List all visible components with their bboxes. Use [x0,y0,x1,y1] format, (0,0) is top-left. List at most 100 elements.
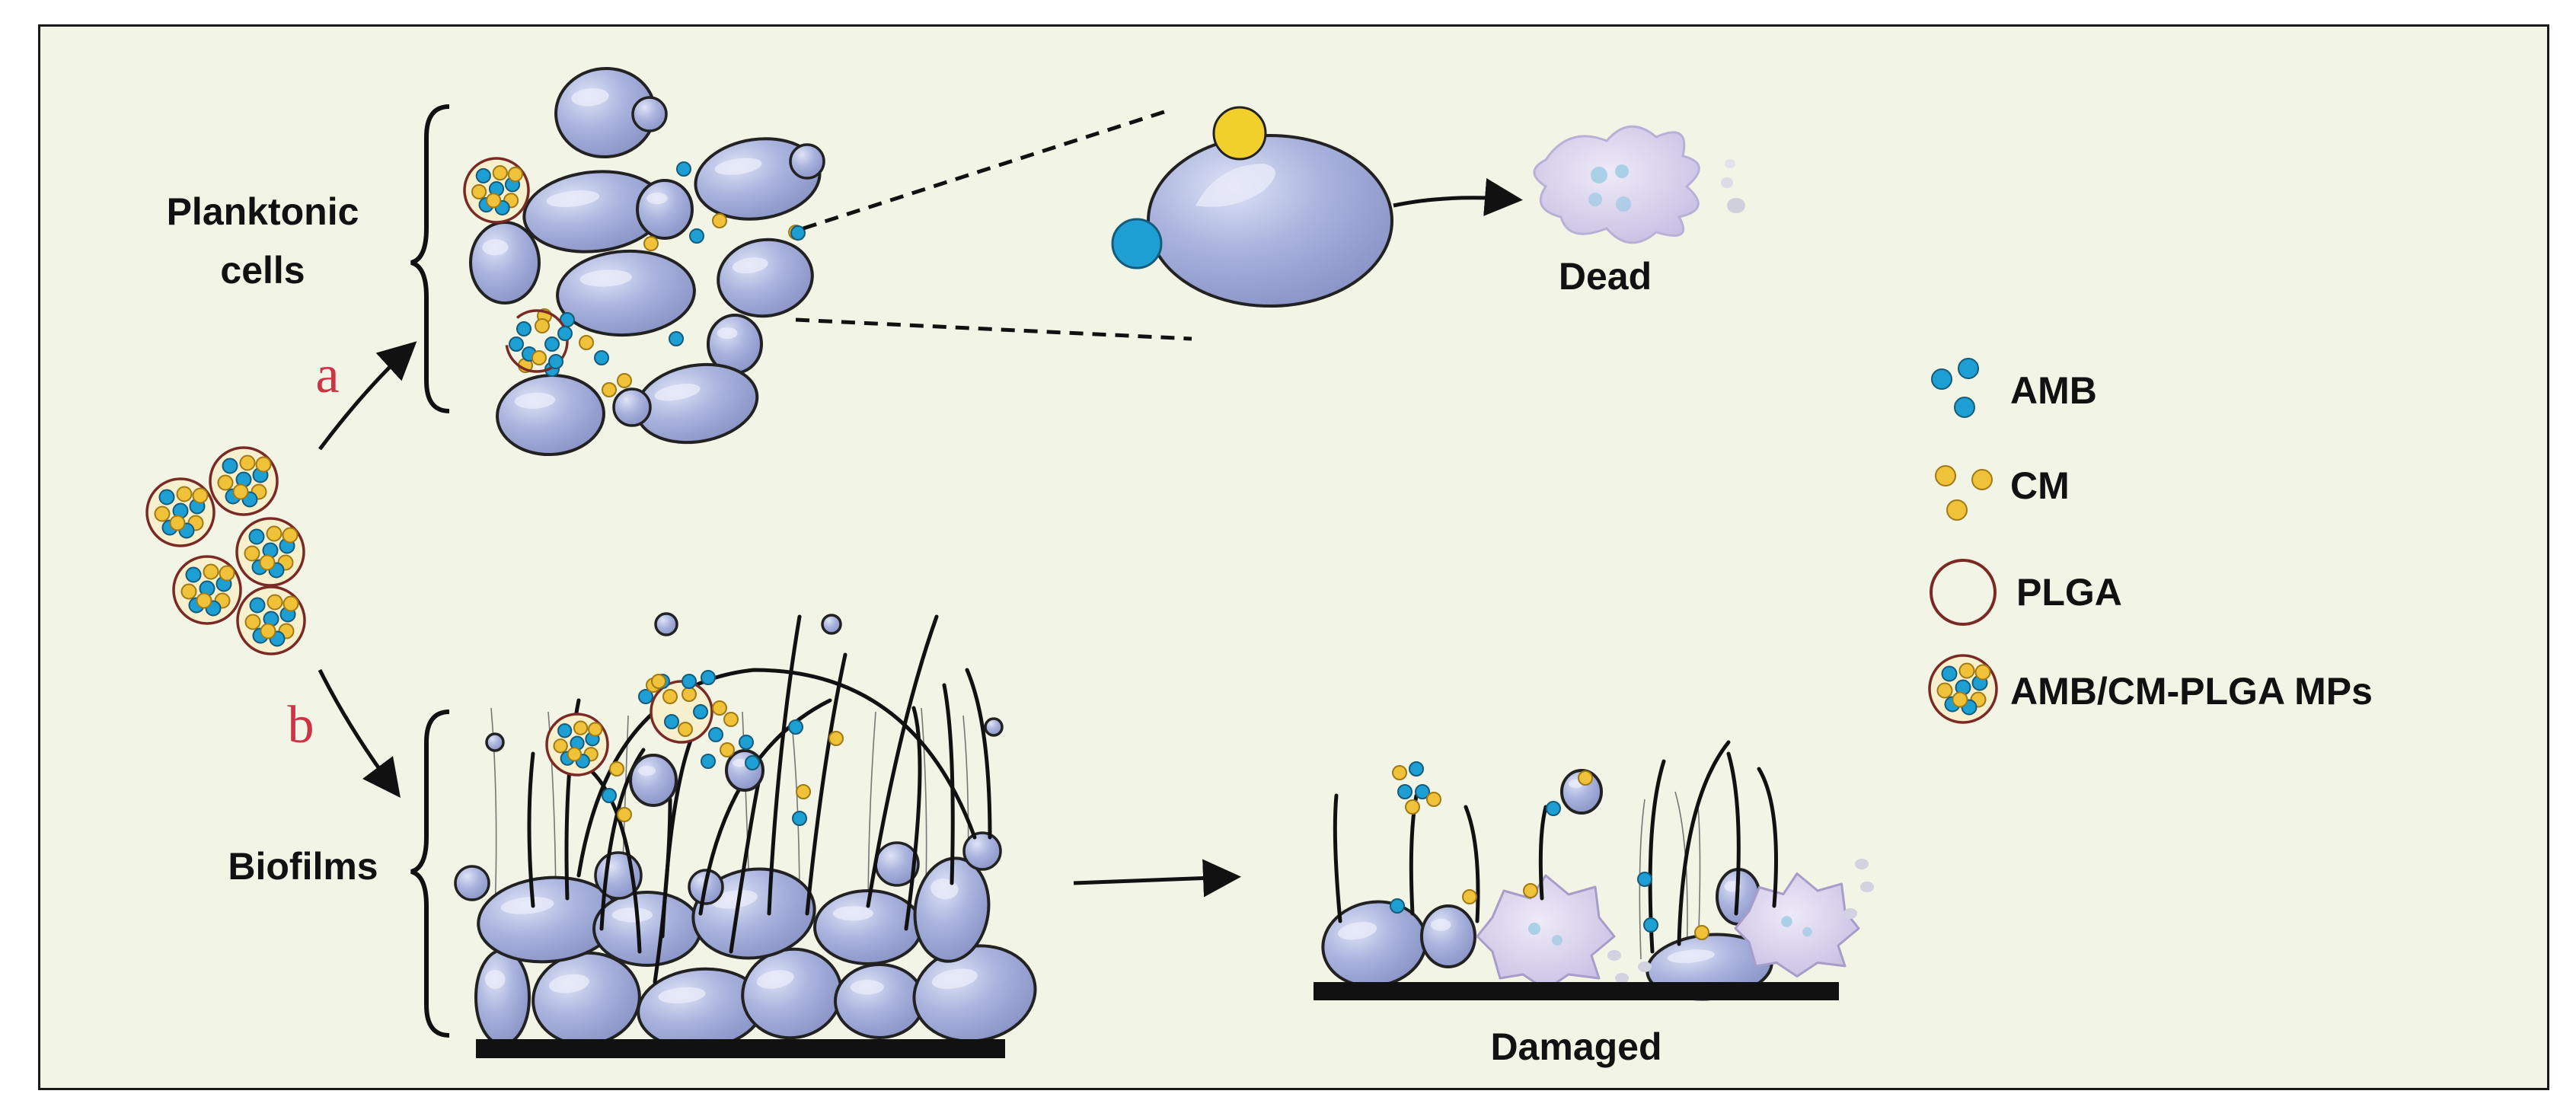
releasing-microparticle [650,680,713,744]
cm-particle [643,236,659,251]
microparticle [463,157,530,224]
damaged-label: Damaged [1490,1025,1661,1068]
cm-particle [1462,889,1477,904]
cell-bud [821,614,842,635]
amb-particle [248,528,265,545]
dead-cell [1734,872,1860,977]
cm-particle [796,784,811,799]
cm-particle [828,731,844,746]
amb-particle [788,719,803,735]
hypha [965,668,992,840]
cm-particle [154,505,171,522]
amb-particle [1637,872,1652,887]
amb-particle [790,225,806,241]
hypha [805,652,847,916]
fungal-cell [636,179,694,240]
zoom-line-bottom [795,317,1192,341]
dead-cell [1533,125,1745,244]
microparticle [172,555,242,625]
hypha [1538,805,1548,901]
microparticle [209,446,279,516]
fungal-cell [477,875,620,964]
cm-particle [1974,664,1991,681]
cm-particle [682,687,697,702]
cm-dots-icon [1935,465,1993,521]
cm-particle [259,554,276,571]
amb-particle [1409,761,1424,777]
microparticle [236,585,306,655]
fungal-cell [469,221,541,305]
cell-bud [789,143,825,180]
amb-particle [689,228,704,244]
amb-particle [669,331,684,346]
cm-particle [169,515,186,531]
legend-label-mps: AMB/CM-PLGA MPs [2010,670,2373,713]
cm-particle [180,583,197,600]
amb-particle [594,350,609,365]
cm-particle [260,623,276,639]
cm-particle [712,700,727,716]
dead-cell [1476,874,1616,991]
misc-elements-group [145,446,306,655]
amb-particle [693,704,708,719]
cell-debris [1607,950,1621,961]
path-a-label: a [315,346,339,404]
planktonic-label-line1: Planktonic [167,190,359,233]
microparticle [545,713,609,777]
planktonic-label-line2: cells [220,249,305,292]
cm-particle [602,382,617,397]
amb-particle [701,670,716,685]
hypha [576,668,977,878]
cm-particle [507,166,523,183]
cm-particle [617,807,632,822]
hypha [866,614,939,908]
legend-label-amb: AMB [2010,369,2097,412]
cm-particle [255,456,272,473]
amb-particle [548,354,563,369]
hypha [653,797,672,984]
amb-particle [516,321,531,336]
cm-particle [486,193,502,209]
cell-bud [654,612,678,636]
cm-particle [1523,883,1538,898]
cm-particle [217,474,234,491]
cm-particle [1936,682,1953,699]
arrow-a [318,341,417,451]
planktonic-cells-group [463,66,825,457]
amb-particle [475,167,491,183]
cm-particle [609,761,624,777]
hypha [904,706,922,931]
cm-particle [196,592,212,609]
amb-particle [739,735,754,750]
cm-particle [720,742,735,757]
cm-particle [492,165,508,181]
cm-particle [266,525,282,542]
fungal-cell [913,856,991,963]
fibril [490,707,497,914]
cm-particle [203,563,219,580]
cell-bud [631,96,668,132]
amb-dots-icon [1931,358,1979,418]
hypha [1726,751,1741,916]
cm-particle [553,738,568,754]
damaged-biofilm-group [1321,740,1874,1001]
cm-particle [1958,662,1975,679]
fungal-cell [725,749,765,792]
cm-particle [567,747,583,762]
hypha [767,614,802,916]
fungal-cell [741,947,843,1040]
cm-particle [232,483,249,500]
cm-particle [662,689,678,704]
amb-particle [745,755,760,770]
amb-particle [1415,784,1430,799]
biofilm-brace [410,710,450,1038]
cm-particle [244,614,261,630]
amb-particle [1397,784,1412,799]
microparticle [145,477,215,547]
dead-label: Dead [1559,255,1652,298]
fungal-cell [522,170,666,254]
fungal-cell [634,362,759,445]
plga-ring-icon [1930,559,1997,626]
cm-particle [282,595,299,612]
